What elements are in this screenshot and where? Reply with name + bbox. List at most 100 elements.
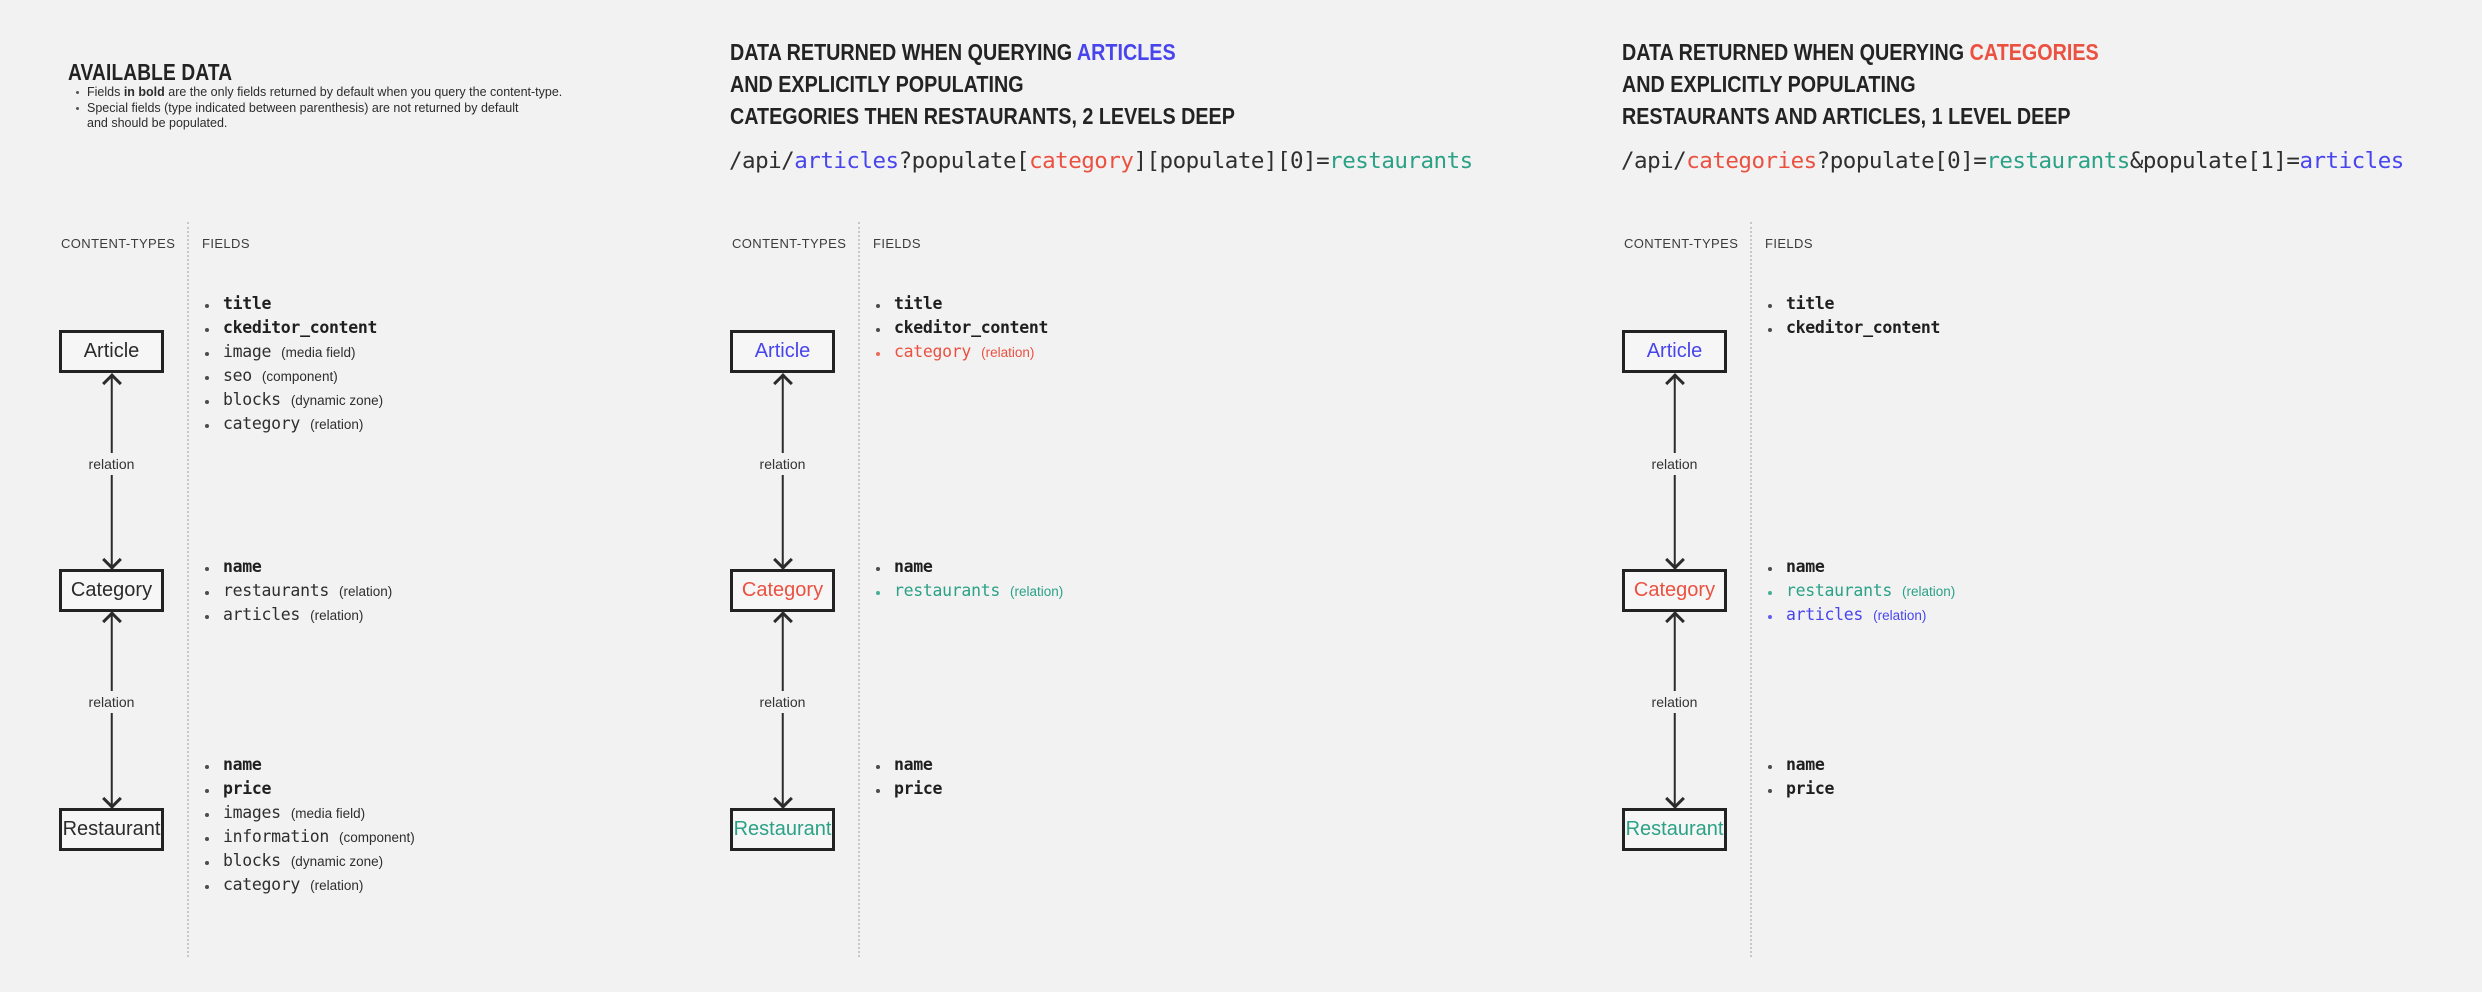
field-item: price (205, 779, 415, 803)
field-list-restaurant: name price (876, 755, 942, 803)
field-list-article: title ckeditor_content category(relation… (876, 294, 1048, 366)
box-label: Category (1633, 579, 1716, 601)
content-type-box-article: Article (730, 330, 835, 373)
field-name: name (894, 755, 933, 774)
bullet-icon (876, 765, 880, 769)
field-item: name (1768, 755, 1834, 779)
field-name: blocks (223, 390, 281, 409)
bullet-icon (205, 861, 209, 865)
field-name: articles (1786, 605, 1864, 624)
content-type-box-article: Article (1622, 330, 1727, 373)
field-name: name (1786, 557, 1825, 576)
api-segment: &populate[1]= (2129, 148, 2300, 174)
api-query: /api/categories?populate[0]=restaurants&… (1621, 148, 2404, 174)
field-type: (relation) (981, 345, 1035, 360)
title-line: CATEGORIES THEN RESTAURANTS, 2 LEVELS DE… (730, 103, 1235, 129)
field-list-restaurant: name price images(media field) informati… (205, 755, 415, 899)
bullet-icon (1768, 765, 1772, 769)
field-name: category (223, 875, 301, 894)
field-item: name (876, 557, 1063, 581)
bullet-icon (1768, 615, 1772, 619)
field-name: price (223, 779, 272, 798)
relation-label: relation (753, 691, 812, 714)
fields-column-label: FIELDS (202, 236, 250, 251)
fields-column-label: FIELDS (873, 236, 921, 251)
field-item: name (876, 755, 942, 779)
field-type: (relation) (1901, 584, 1956, 599)
field-name: image (223, 342, 272, 361)
bullet-icon (876, 789, 880, 793)
field-item: blocks(dynamic zone) (205, 390, 383, 414)
panel-title: AVAILABLE DATA (68, 59, 233, 86)
content-type-box-restaurant: Restaurant (1622, 808, 1727, 851)
bullet-icon (876, 304, 880, 308)
note-text: Fields in bold are the only fields retur… (87, 85, 563, 99)
bullet-icon (205, 885, 209, 889)
api-segment: ][populate][0]= (1133, 148, 1330, 174)
field-name: name (894, 557, 933, 576)
arrow-head-up-icon (101, 611, 122, 631)
relation-arrow: relation (753, 611, 812, 809)
box-label: Restaurant (733, 818, 832, 840)
bullet-icon (205, 765, 209, 769)
panel-title: DATA RETURNED WHEN QUERYING CATEGORIES A… (1622, 36, 2190, 132)
arrow-head-up-icon (101, 373, 122, 393)
bullet-icon (876, 567, 880, 571)
field-item: information(component) (205, 827, 415, 851)
bullet-icon (205, 304, 209, 308)
field-item: ckeditor_content (205, 318, 383, 342)
api-segment: articles (2299, 148, 2404, 174)
relation-arrow: relation (1645, 373, 1704, 570)
panel-query-articles: DATA RETURNED WHEN QUERYING ARTICLES AND… (729, 0, 1590, 992)
field-item: images(media field) (205, 803, 415, 827)
bullet-icon (205, 424, 209, 428)
field-name: category (894, 342, 972, 361)
field-item: ckeditor_content (876, 318, 1048, 342)
field-list-category: name restaurants(relation) (876, 557, 1063, 605)
field-list-restaurant: name price (1768, 755, 1834, 803)
field-type: (relation) (1873, 608, 1927, 623)
bullet-icon (205, 376, 209, 380)
bullet-icon (76, 91, 79, 94)
field-item: title (1768, 294, 1940, 318)
box-label: Article (83, 340, 140, 362)
box-label: Restaurant (62, 818, 161, 840)
bullet-icon (1768, 328, 1772, 332)
bullet-icon (1768, 591, 1772, 595)
panel-query-categories: DATA RETURNED WHEN QUERYING CATEGORIES A… (1621, 0, 2472, 992)
field-name: title (223, 294, 272, 313)
api-segment: ?populate[0]= (1816, 148, 1987, 174)
content-type-box-category: Category (730, 569, 835, 612)
field-type: (relation) (1009, 584, 1064, 599)
field-name: name (223, 557, 262, 576)
box-label: Article (754, 340, 811, 362)
field-name: seo (223, 366, 252, 385)
api-query: /api/articles?populate[category][populat… (729, 148, 1473, 174)
bullet-icon (205, 789, 209, 793)
field-list-article: title ckeditor_content image(media field… (205, 294, 383, 438)
bullet-icon (1768, 304, 1772, 308)
box-label: Restaurant (1625, 818, 1724, 840)
bullet-icon (205, 352, 209, 356)
arrow-head-up-icon (1664, 611, 1685, 631)
arrow-head-up-icon (772, 611, 793, 631)
field-name: name (1786, 755, 1825, 774)
api-segment: categories (1686, 148, 1817, 174)
bullet-icon (205, 813, 209, 817)
notes-list: Fields in bold are the only fields retur… (76, 85, 656, 132)
note-text: Special fields (type indicated between p… (87, 100, 519, 131)
field-item: category (relation) (876, 342, 1048, 366)
field-type: (component) (261, 369, 338, 384)
field-name: price (1786, 779, 1835, 798)
field-item: name (205, 557, 392, 581)
panel-title: DATA RETURNED WHEN QUERYING ARTICLES AND… (730, 36, 1331, 132)
field-name: ckeditor_content (894, 318, 1049, 337)
content-type-box-category: Category (59, 569, 164, 612)
content-type-box-restaurant: Restaurant (730, 808, 835, 851)
column-divider (1750, 222, 1752, 957)
field-name: name (223, 755, 262, 774)
column-divider (187, 222, 189, 957)
bullet-icon (205, 328, 209, 332)
box-label: Category (741, 579, 824, 601)
field-item: articles (relation) (1768, 605, 1955, 629)
